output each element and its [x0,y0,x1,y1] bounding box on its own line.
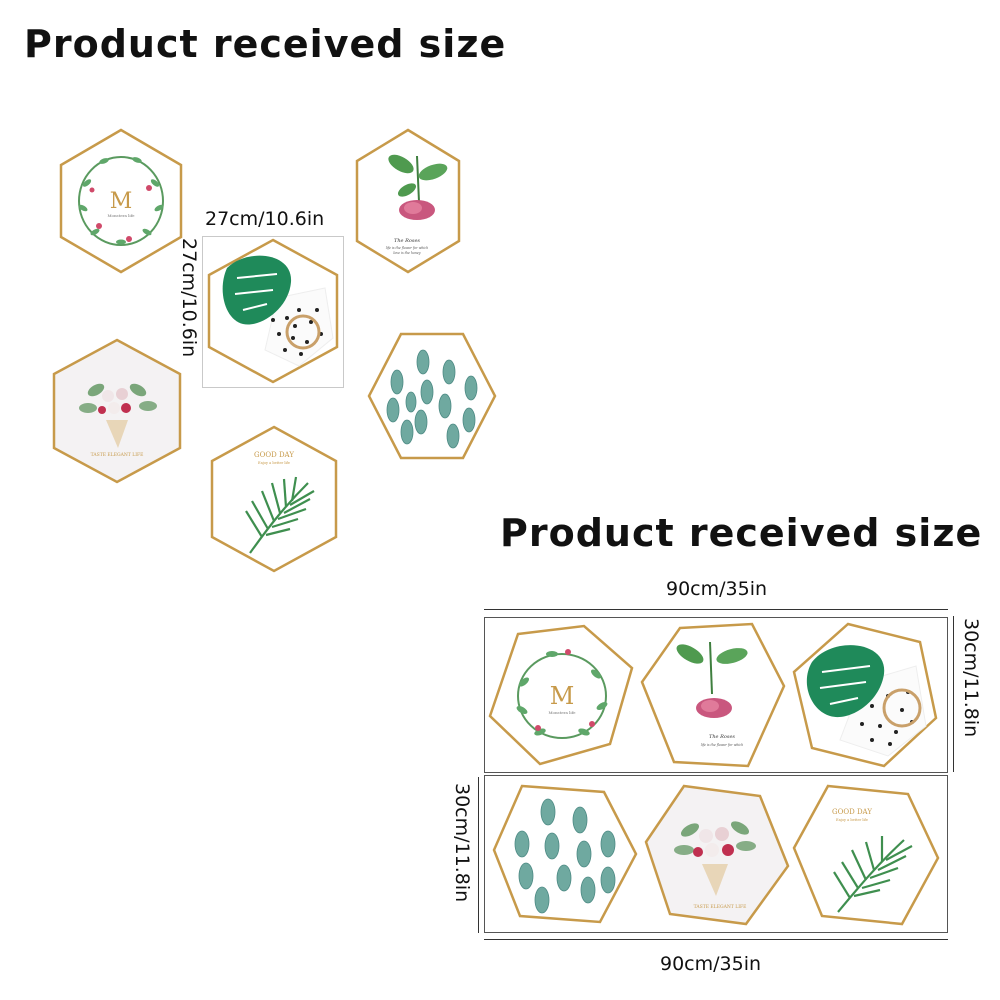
wreath-tile: M Monstera life [59,128,183,274]
monstera-tile [207,238,339,384]
set-palm-tile: GOOD DAY Enjoy a better life [792,784,940,926]
bouquet-caption: TASTE ELEGANT LIFE [91,452,144,458]
monogram-letter: M [110,189,133,214]
monstera-art-icon [222,255,334,367]
rose-art-icon [388,154,448,220]
set-height-label-right: 30cm/11.8in [960,618,982,738]
cactus-tile [367,332,497,460]
set-wreath-tile: M Monstera life [488,624,634,766]
palm-tile: GOOD DAY Enjoy a better life [210,425,338,573]
set-rose-tile: The Roses life is the flower for which [640,622,786,768]
rose-tile: The Roses life is the flower for which l… [355,128,461,274]
set-height-line-right [953,616,954,772]
bouquet-art-icon [674,821,756,896]
palm-art-icon [833,836,913,913]
set-monstera-tile [792,622,938,768]
set-bouquet-tile: TASTE ELEGANT LIFE [644,784,790,926]
set-rose-caption: life is the flower for which [701,743,744,747]
set-height-line-left [478,777,479,933]
monogram-caption: Monstera life [107,213,135,218]
palm-art-icon [245,476,315,554]
bouquet-tile: TASTE ELEGANT LIFE [52,338,182,484]
set-width-line-bottom [484,939,948,940]
cactus-art-icon [514,798,616,914]
monstera-art-icon [806,645,927,757]
set-height-label-left: 30cm/11.8in [451,783,473,903]
rose-art-icon [676,641,748,718]
set-width-line-top [484,609,948,610]
rose-title: The Roses [394,238,420,244]
single-width-label: 27cm/10.6in [205,208,325,230]
palm-caption: Enjoy a better life [258,461,290,465]
wreath-art-icon [78,156,164,246]
set-rose-title: The Roses [709,734,735,740]
cactus-art-icon [386,349,478,449]
page-title-top: Product received size [24,22,507,66]
rose-caption-2: love is the honey [393,251,420,255]
rose-caption-1: life is the flower for which [386,246,429,250]
page-title-bottom: Product received size [500,511,983,555]
set-cactus-tile [492,784,638,924]
set-monogram-letter: M [550,682,575,710]
wreath-art-icon [516,649,608,739]
single-size-box [202,236,344,388]
set-palm-title: GOOD DAY [832,808,872,816]
set-monogram-caption: Monstera life [548,710,576,715]
set-width-label-bottom: 90cm/35in [660,953,762,975]
set-bouquet-caption: TASTE ELEGANT LIFE [694,904,747,910]
palm-title: GOOD DAY [254,451,294,459]
set-width-label-top: 90cm/35in [666,578,768,600]
bouquet-art-icon [79,383,157,448]
set-row-top-frame [484,617,948,773]
set-palm-caption: Enjoy a better life [836,818,868,822]
set-row-bottom-frame [484,775,948,933]
